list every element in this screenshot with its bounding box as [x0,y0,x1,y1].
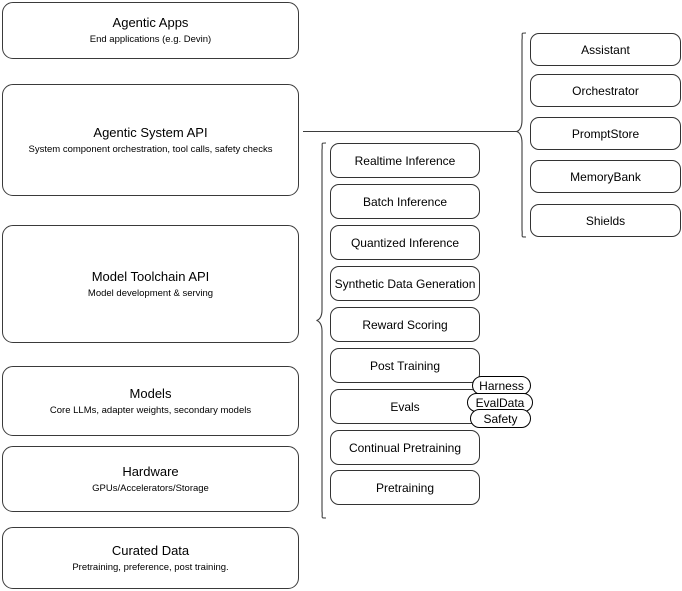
capability-box-synthetic-data-generation[interactable]: Synthetic Data Generation [330,266,480,301]
capability-box-quantized-inference[interactable]: Quantized Inference [330,225,480,260]
capability-box-pretraining[interactable]: Pretraining [330,470,480,505]
layer-subtitle: System component orchestration, tool cal… [28,143,273,155]
component-title: Assistant [581,42,630,57]
layer-box-hardware[interactable]: Hardware GPUs/Accelerators/Storage [2,446,299,512]
capability-title: Realtime Inference [354,153,456,168]
capability-box-evals[interactable]: Evals [330,389,480,424]
eval-badge-label: Safety [483,411,518,426]
eval-badge-safety[interactable]: Safety [470,409,531,428]
capability-box-realtime-inference[interactable]: Realtime Inference [330,143,480,178]
layer-title: Models [129,385,172,401]
eval-badge-label: EvalData [475,395,525,410]
layer-subtitle: Model development & serving [87,287,214,299]
layer-box-model-toolchain-api[interactable]: Model Toolchain API Model development & … [2,225,299,343]
component-box-assistant[interactable]: Assistant [530,33,681,66]
capability-box-continual-pretraining[interactable]: Continual Pretraining [330,430,480,465]
component-box-orchestrator[interactable]: Orchestrator [530,74,681,107]
capability-title: Quantized Inference [350,235,460,250]
component-box-shields[interactable]: Shields [530,204,681,237]
layer-subtitle: End applications (e.g. Devin) [89,34,212,45]
layer-box-curated-data[interactable]: Curated Data Pretraining, preference, po… [2,527,299,589]
layer-subtitle: GPUs/Accelerators/Storage [92,482,209,494]
capability-title: Synthetic Data Generation [334,276,476,291]
component-title: MemoryBank [570,169,641,184]
layer-box-agentic-apps[interactable]: Agentic Apps End applications (e.g. Devi… [2,2,299,59]
capability-box-post-training[interactable]: Post Training [330,348,480,383]
capability-title: Reward Scoring [362,317,448,332]
layer-box-models[interactable]: Models Core LLMs, adapter weights, secon… [2,366,299,436]
component-title: Shields [585,213,626,228]
layer-title: Model Toolchain API [91,268,210,284]
layer-title: Hardware [122,463,179,479]
capability-title: Post Training [369,358,441,373]
layer-title: Curated Data [111,542,190,558]
brace-toolchain-capabilities [316,142,327,519]
component-title: PromptStore [571,126,640,141]
capability-box-reward-scoring[interactable]: Reward Scoring [330,307,480,342]
layer-title: Agentic System API [93,124,208,140]
component-title: Orchestrator [572,83,639,98]
capability-box-batch-inference[interactable]: Batch Inference [330,184,480,219]
eval-badge-label: Harness [479,378,524,393]
component-box-promptstore[interactable]: PromptStore [530,117,681,150]
capability-title: Pretraining [375,480,435,495]
layer-title: Agentic Apps [112,15,189,30]
layer-subtitle: Core LLMs, adapter weights, secondary mo… [49,404,252,416]
brace-agentic-components [516,32,527,238]
layer-box-agentic-system-api[interactable]: Agentic System API System component orch… [2,84,299,196]
capability-title: Batch Inference [362,194,448,209]
capability-title: Continual Pretraining [348,440,462,455]
capability-title: Evals [390,399,420,414]
component-box-memorybank[interactable]: MemoryBank [530,160,681,193]
layer-subtitle: Pretraining, preference, post training. [72,561,229,573]
